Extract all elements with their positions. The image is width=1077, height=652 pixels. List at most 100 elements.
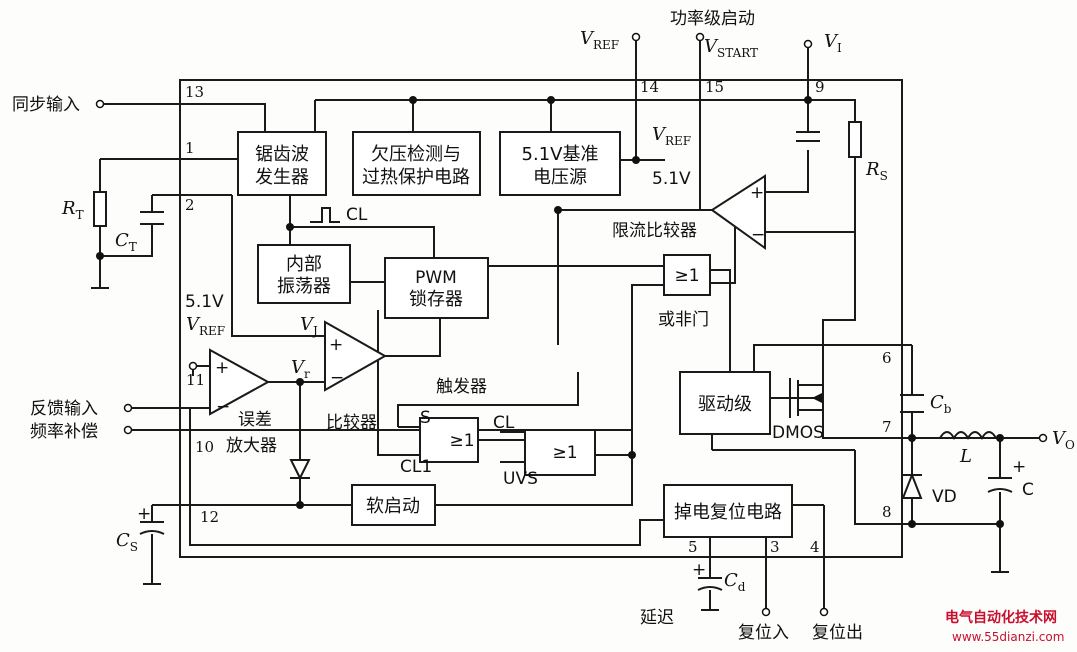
reset-in-label: 复位入 xyxy=(738,623,789,643)
cd-label: Cd xyxy=(724,570,746,594)
or-gate-uvs xyxy=(524,429,596,476)
vref-top-label: VREF xyxy=(580,28,619,52)
pin-9: 9 xyxy=(815,78,825,96)
pin-5: 5 xyxy=(688,538,698,556)
vr-label: Vr xyxy=(291,357,310,381)
sawtooth-label-2: 发生器 xyxy=(255,167,309,188)
reset-label: 掉电复位电路 xyxy=(674,502,782,523)
ref-label-1: 5.1V基准 xyxy=(522,144,599,165)
cl1-label: CL1 xyxy=(400,457,432,477)
power-down-reset xyxy=(663,484,793,538)
reference-voltage xyxy=(499,131,621,196)
comparator-plus: + xyxy=(329,335,343,355)
v51-top-label: 5.1V xyxy=(185,292,224,312)
pin-8: 8 xyxy=(882,503,892,521)
s-label: S xyxy=(420,408,431,428)
pin-1: 1 xyxy=(185,139,195,157)
dmos-transistor xyxy=(789,378,823,418)
rt-label: RT xyxy=(61,198,84,222)
cl-mid-label: CL xyxy=(493,413,515,433)
error-amp-label-1: 误差 xyxy=(238,410,272,430)
pin-13: 13 xyxy=(185,83,204,101)
uvp-label-1: 欠压检测与 xyxy=(371,144,461,165)
pwm-label-1: PWM xyxy=(415,268,457,288)
v51-right-label: 5.1V xyxy=(652,169,691,189)
driver-stage xyxy=(679,371,771,435)
nor-gate xyxy=(663,254,711,296)
resistor-rt xyxy=(93,191,107,227)
rs-label: RS xyxy=(865,159,888,183)
error-amp-minus: − xyxy=(216,397,230,417)
vd-label: VD xyxy=(932,487,957,507)
wires xyxy=(91,40,1040,611)
reset-out-label: 复位出 xyxy=(812,623,863,643)
capacitor-cd xyxy=(697,577,723,591)
delay-label: 延迟 xyxy=(640,608,674,628)
driver-label: 驱动级 xyxy=(698,394,752,415)
cl-pulse xyxy=(310,207,340,223)
vref-left-label: VREF xyxy=(186,314,225,338)
pin-15: 15 xyxy=(705,78,724,96)
ref-label-2: 电压源 xyxy=(533,167,587,188)
uvp-label-2: 过热保护电路 xyxy=(362,167,470,188)
pwm-latch xyxy=(384,257,489,319)
cd-plus: + xyxy=(692,560,706,580)
sawtooth-generator xyxy=(237,131,327,196)
resistor-rs xyxy=(848,121,862,158)
power-start-label: 功率级启动 xyxy=(670,9,755,29)
comparator-minus: − xyxy=(330,368,344,388)
internal-oscillator xyxy=(257,244,351,304)
or-gate-uvs-symbol: ≥1 xyxy=(552,443,577,463)
uvs-label: UVS xyxy=(503,469,538,489)
error-amplifier xyxy=(209,348,271,416)
error-amp-label-2: 放大器 xyxy=(226,436,277,456)
diode-vd xyxy=(901,472,923,499)
capacitor-cs xyxy=(139,521,165,535)
inductor-l xyxy=(939,431,997,440)
pin-4: 4 xyxy=(810,538,820,556)
osc-label-2: 振荡器 xyxy=(277,276,331,297)
sync-input-label: 同步输入 xyxy=(12,95,80,115)
vref-right-label: VREF xyxy=(652,124,691,148)
osc-label-1: 内部 xyxy=(286,254,322,275)
diode-softstart xyxy=(289,459,311,481)
nor-gate-label: 或非门 xyxy=(658,310,709,330)
limit-plus: + xyxy=(750,183,764,203)
inductor-label: L xyxy=(959,446,972,467)
pin-7: 7 xyxy=(882,418,892,436)
pin-2: 2 xyxy=(185,196,195,214)
capacitor-c xyxy=(987,477,1013,493)
vi-label: VI xyxy=(824,31,842,55)
comparator-label: 比较器 xyxy=(326,413,377,433)
vo-label: VO xyxy=(1052,428,1075,452)
ct-label: CT xyxy=(115,230,137,254)
trigger-label: 触发器 xyxy=(436,377,487,397)
capacitor-cb xyxy=(900,394,924,413)
freq-comp-label: 频率补偿 xyxy=(30,422,98,442)
watermark-title: 电气自动化技术网 xyxy=(945,609,1057,626)
sawtooth-label-1: 锯齿波 xyxy=(255,144,309,165)
vj-label: VJ xyxy=(300,314,318,338)
softstart-label: 软启动 xyxy=(366,496,420,517)
pin-11: 11 xyxy=(186,371,205,389)
pin-6: 6 xyxy=(882,349,892,367)
current-limit-label: 限流比较器 xyxy=(612,221,697,241)
cs-plus: + xyxy=(137,504,151,524)
cb-label: Cb xyxy=(930,392,952,416)
or-gate-trigger-symbol: ≥1 xyxy=(449,431,474,451)
cs-label: CS xyxy=(116,530,138,554)
pin-12: 12 xyxy=(200,508,219,526)
pin-10: 10 xyxy=(195,438,214,456)
pin-14: 14 xyxy=(640,78,659,96)
feedback-input-label: 反馈输入 xyxy=(30,399,98,419)
output-cap-plus: + xyxy=(1012,457,1026,477)
undervoltage-protection xyxy=(352,131,481,196)
watermark-url: www.55dianzi.com xyxy=(952,630,1064,644)
output-cap-label: C xyxy=(1022,480,1034,500)
vstart-label: VSTART xyxy=(704,36,758,60)
chip-outline xyxy=(179,79,903,558)
soft-start-block xyxy=(351,484,436,526)
dmos-label: DMOS xyxy=(772,423,824,443)
cl-top-label: CL xyxy=(346,205,368,225)
